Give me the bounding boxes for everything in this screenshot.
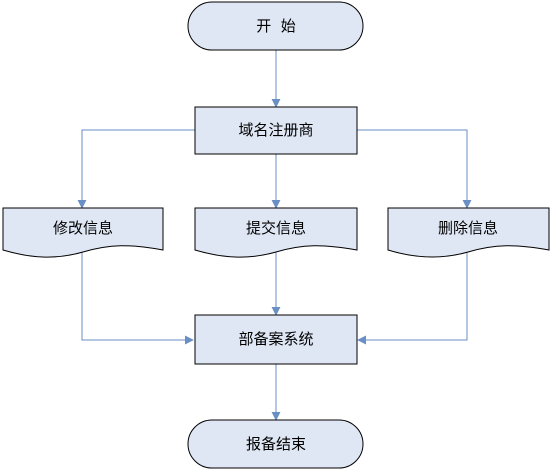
edge-modify-to-filing-system (81, 250, 194, 345)
delete-node: 删除信息 (387, 207, 550, 258)
edge-registrar-to-modify (77, 129, 195, 209)
modify-node: 修改信息 (2, 207, 164, 258)
start-label: 开 始 (256, 17, 296, 35)
registrar-node: 域名注册商 (194, 106, 358, 155)
filing-system-label: 部备案系统 (238, 330, 313, 348)
delete-document-shape (387, 207, 550, 258)
registrar-process-shape (194, 106, 358, 155)
modify-document-shape (2, 207, 164, 258)
start-terminator-shape (187, 1, 364, 51)
edge-registrar-to-delete (357, 129, 472, 209)
filing-system-node: 部备案系统 (194, 314, 358, 365)
submit-label: 提交信息 (246, 219, 306, 237)
end-node: 报备结束 (187, 419, 364, 469)
filing-system-process-shape (194, 314, 358, 365)
edge-delete-to-filing-system (357, 250, 468, 345)
submit-document-shape (194, 207, 358, 258)
submit-node: 提交信息 (194, 207, 358, 258)
delete-label: 删除信息 (438, 219, 498, 237)
registrar-label: 域名注册商 (238, 121, 313, 139)
end-terminator-shape (187, 419, 364, 469)
modify-label: 修改信息 (53, 219, 113, 237)
connectors (77, 50, 472, 421)
start-node: 开 始 (187, 1, 364, 51)
end-label: 报备结束 (246, 435, 306, 453)
